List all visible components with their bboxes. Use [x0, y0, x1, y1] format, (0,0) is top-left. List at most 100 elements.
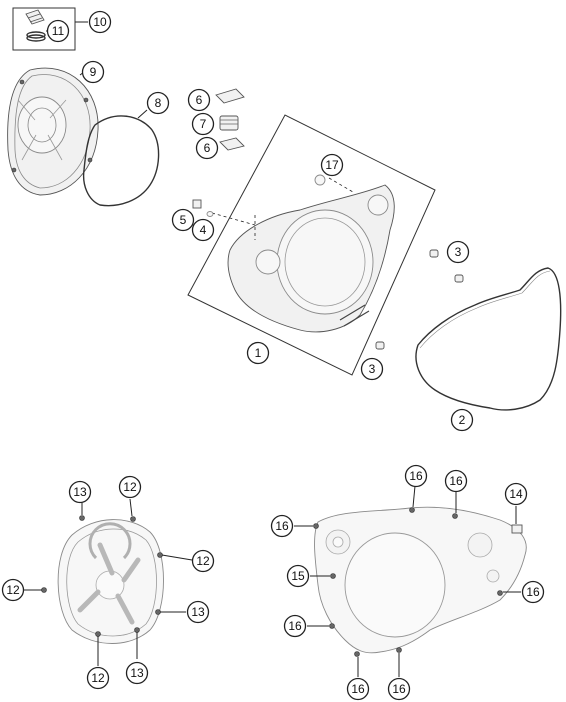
callout-circle	[346, 677, 370, 701]
callout-circle	[1, 578, 25, 602]
callout-number: 3	[455, 245, 462, 259]
callout-circle	[286, 564, 310, 588]
callout-3: 3	[446, 240, 470, 264]
callout-6: 6	[195, 136, 219, 160]
callout-12: 12	[118, 475, 142, 499]
callout-number: 11	[52, 24, 65, 38]
callout-circle	[186, 600, 210, 624]
callout-4: 4	[191, 218, 215, 242]
callout-number: 16	[351, 682, 365, 696]
callout-circle	[360, 357, 384, 381]
callout-number: 12	[123, 480, 137, 494]
small-parts-6-7	[215, 88, 245, 151]
callout-7: 7	[191, 112, 215, 136]
callout-5: 5	[171, 208, 195, 232]
callout-10: 10	[88, 10, 112, 34]
callout-circle	[171, 208, 195, 232]
screw-4-5	[192, 199, 214, 217]
callout-circle	[68, 480, 92, 504]
callout-17: 17	[320, 153, 344, 177]
callout-circle	[191, 218, 215, 242]
clutch-cover-top	[7, 67, 99, 196]
callout-circle	[86, 666, 110, 690]
callout-number: 9	[90, 65, 97, 79]
callout-number: 12	[196, 554, 210, 568]
callout-9: 9	[81, 60, 105, 84]
callout-12: 12	[191, 549, 215, 573]
clutch-housing-bottom	[294, 485, 527, 677]
callout-number: 13	[130, 666, 144, 680]
callout-number: 10	[93, 15, 107, 29]
callout-number: 8	[155, 96, 162, 110]
callout-16: 16	[346, 677, 370, 701]
callout-number: 6	[196, 93, 203, 107]
callout-2: 2	[450, 408, 474, 432]
clutch-cover-bottom	[22, 498, 193, 666]
housing-gasket	[415, 267, 562, 411]
callout-circle	[246, 341, 270, 365]
callout-number: 2	[459, 413, 466, 427]
callout-number: 12	[6, 583, 20, 597]
callout-13: 13	[125, 661, 149, 685]
callout-number: 7	[200, 117, 207, 131]
callout-16: 16	[387, 677, 411, 701]
callout-number: 13	[191, 605, 205, 619]
callout-12: 12	[86, 666, 110, 690]
callout-6: 6	[187, 88, 211, 112]
callout-circle	[270, 514, 294, 538]
callout-circle	[88, 10, 112, 34]
callout-number: 16	[288, 619, 302, 633]
callout-circle	[195, 136, 219, 160]
callout-number: 15	[291, 569, 305, 583]
callout-16: 16	[521, 580, 545, 604]
callout-number: 16	[449, 474, 463, 488]
callout-circle	[118, 475, 142, 499]
callout-number: 12	[91, 671, 105, 685]
callout-circle	[191, 112, 215, 136]
clutch-cover-gasket	[82, 109, 160, 207]
callout-11: 11	[46, 19, 70, 43]
callout-16: 16	[404, 464, 428, 488]
callout-circle	[146, 91, 170, 115]
callout-16: 16	[444, 469, 468, 493]
callout-number: 13	[73, 485, 87, 499]
callout-number: 4	[200, 223, 207, 237]
callout-16: 16	[283, 614, 307, 638]
callout-number: 16	[409, 469, 423, 483]
callout-13: 13	[186, 600, 210, 624]
callout-number: 16	[392, 682, 406, 696]
clutch-housing-box	[187, 114, 436, 376]
callout-16: 16	[270, 514, 294, 538]
callout-14: 14	[504, 482, 528, 506]
callout-circle	[504, 482, 528, 506]
callout-circle	[521, 580, 545, 604]
callout-circle	[191, 549, 215, 573]
callout-circle	[320, 153, 344, 177]
callout-number: 3	[369, 362, 376, 376]
callout-8: 8	[146, 91, 170, 115]
callout-circle	[46, 19, 70, 43]
callout-circle	[187, 88, 211, 112]
callout-15: 15	[286, 564, 310, 588]
callout-number: 1	[255, 346, 262, 360]
dowel-pins	[375, 249, 464, 350]
callout-number: 17	[325, 158, 339, 172]
callout-circle	[283, 614, 307, 638]
callout-1: 1	[246, 341, 270, 365]
callout-circle	[387, 677, 411, 701]
callout-3: 3	[360, 357, 384, 381]
callout-number: 16	[275, 519, 289, 533]
callout-number: 5	[180, 213, 187, 227]
callout-circle	[450, 408, 474, 432]
callout-number: 16	[526, 585, 540, 599]
callout-circle	[125, 661, 149, 685]
callout-13: 13	[68, 480, 92, 504]
callout-number: 14	[509, 487, 523, 501]
callout-circle	[81, 60, 105, 84]
callout-12: 12	[1, 578, 25, 602]
callout-circle	[404, 464, 428, 488]
callout-circle	[444, 469, 468, 493]
callout-number: 6	[204, 141, 211, 155]
callout-circle	[446, 240, 470, 264]
